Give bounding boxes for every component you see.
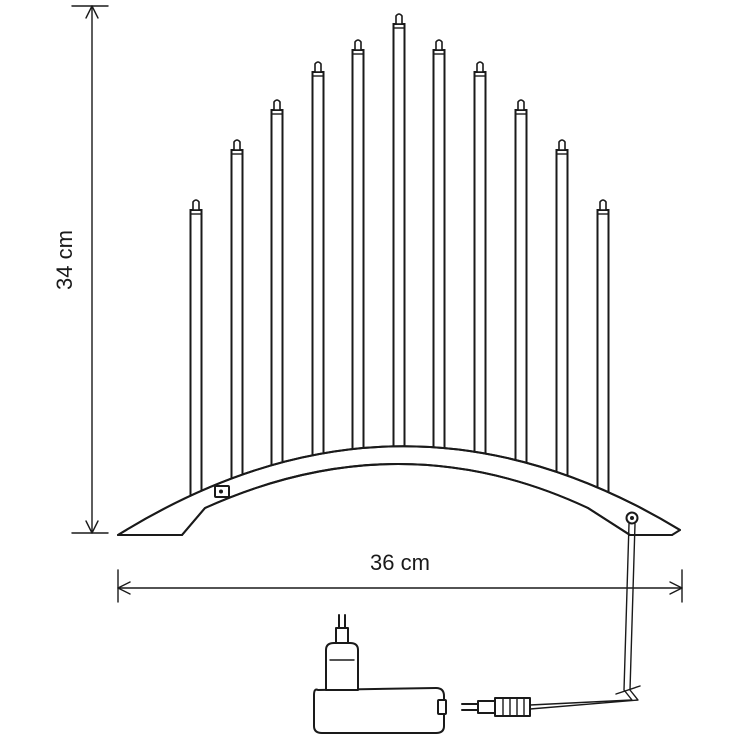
base-inner-edge — [181, 463, 631, 536]
candle-bulb-11 — [599, 199, 607, 211]
candle-7 — [432, 49, 446, 451]
candle-bulb-4 — [314, 61, 322, 73]
connector-neck — [477, 700, 496, 714]
width-arrow-right — [669, 581, 683, 595]
cable-socket-core — [630, 516, 634, 520]
candle-bulb-1 — [192, 199, 200, 211]
candle-4 — [311, 71, 325, 458]
height-label: 34 cm — [52, 230, 77, 290]
candle-bulb-3 — [273, 99, 281, 111]
cable-line — [529, 523, 633, 706]
cable-break-mark — [615, 685, 641, 695]
switch-dot — [219, 489, 223, 494]
height-arrow-bottom — [85, 520, 99, 534]
width-arrow-left — [117, 581, 131, 595]
base-top-edge — [117, 445, 681, 536]
candle-10 — [555, 149, 569, 477]
cable-line-2 — [529, 523, 639, 710]
cable-socket-icon — [625, 511, 639, 525]
adapter-port — [437, 699, 447, 715]
arched-base — [117, 445, 681, 536]
candle-bulb-8 — [476, 61, 484, 73]
power-adapter — [313, 614, 447, 734]
candle-2 — [230, 149, 244, 480]
power-cable — [461, 523, 641, 717]
candle-11 — [596, 209, 610, 493]
candle-bulb-7 — [435, 39, 443, 51]
height-arrow-top — [85, 5, 99, 19]
width-dimension: 36 cm — [117, 550, 683, 603]
candle-bulb-6 — [395, 13, 403, 25]
candle-bulb-5 — [354, 39, 362, 51]
candle-1 — [189, 209, 203, 497]
candles-group — [189, 13, 610, 497]
candle-9 — [514, 109, 528, 465]
cable-connector — [494, 697, 531, 717]
height-dimension: 34 cm — [52, 5, 109, 534]
candle-8 — [473, 71, 487, 456]
adapter-plug-collar — [335, 627, 349, 644]
candle-3 — [270, 109, 284, 467]
adapter-body — [313, 687, 445, 734]
candle-5 — [351, 49, 365, 452]
candle-bulb-2 — [233, 139, 241, 151]
candle-6 — [392, 23, 406, 450]
candle-bulb-10 — [558, 139, 566, 151]
width-label: 36 cm — [370, 550, 430, 575]
candle-bulb-9 — [517, 99, 525, 111]
adapter-plug-base — [325, 642, 359, 691]
